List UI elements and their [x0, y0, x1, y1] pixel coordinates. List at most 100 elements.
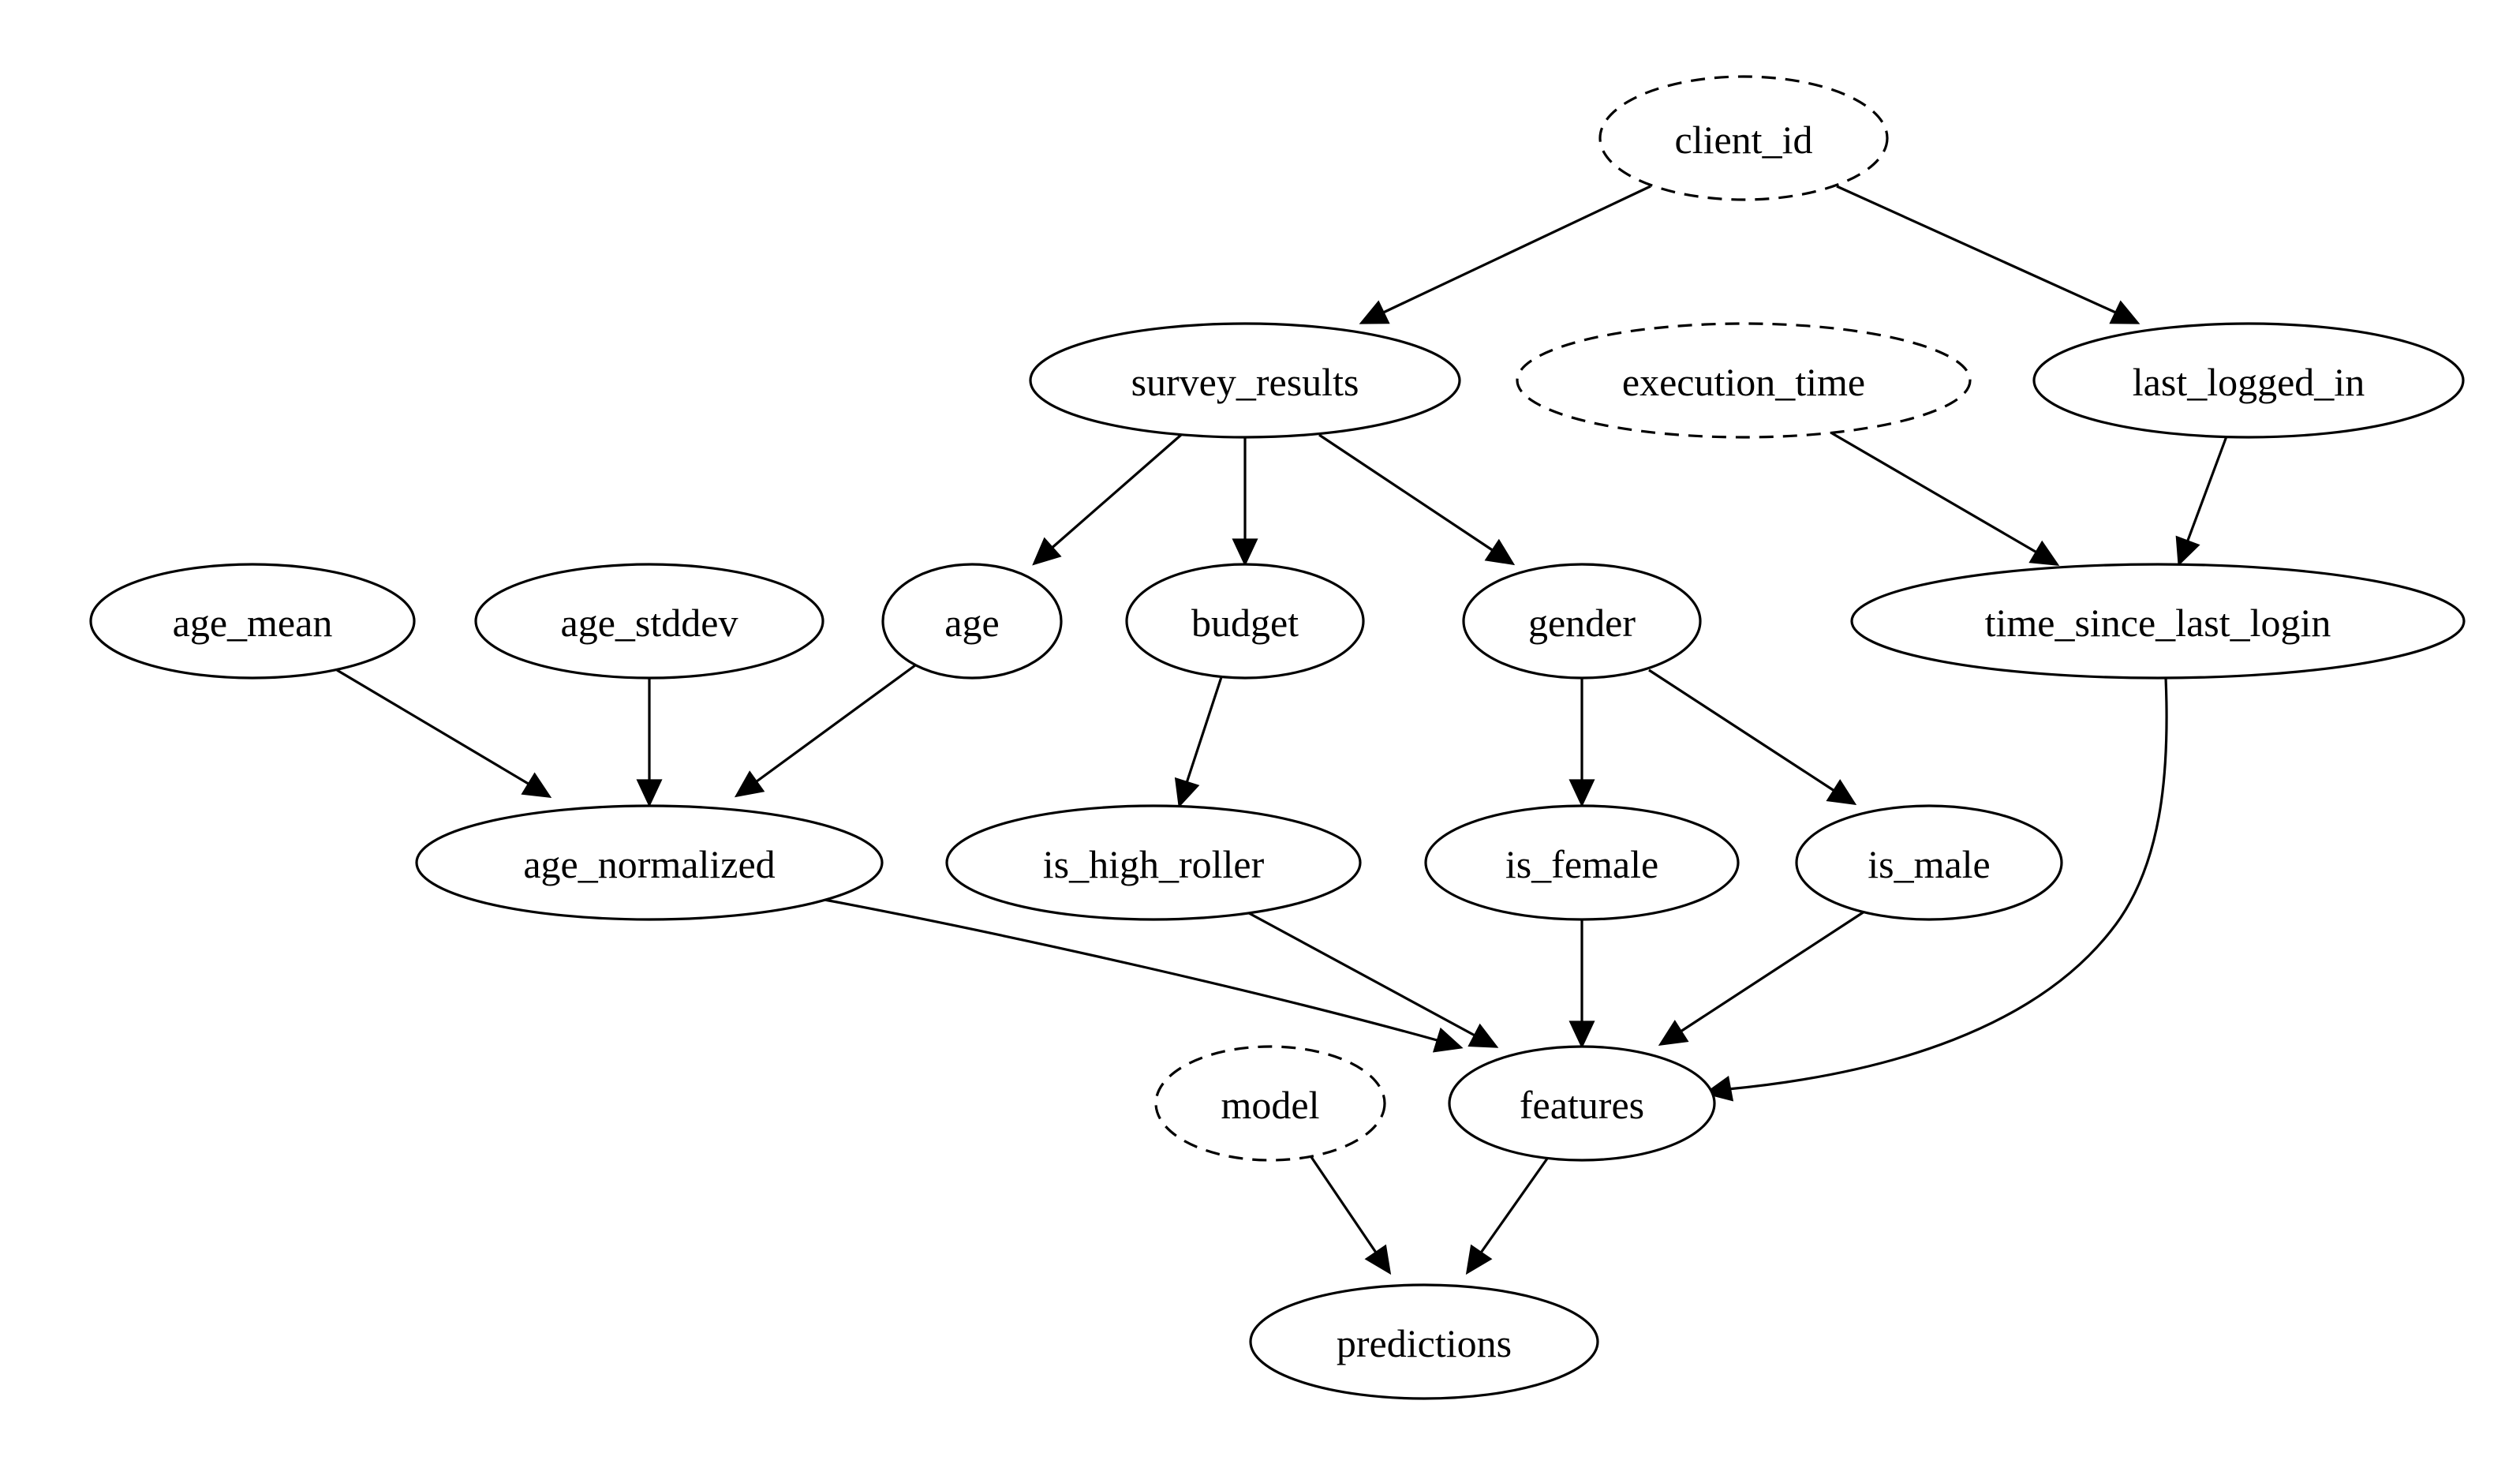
node-ellipse: [1448, 1045, 1716, 1162]
node-label: age_normalized: [523, 842, 775, 886]
node-label: predictions: [1337, 1321, 1512, 1365]
edge-line: [1048, 433, 1183, 552]
node-time-since-last-login: time_since_last_login: [1850, 563, 2466, 680]
nodes-layer: client_id survey_results execution_time las…: [89, 75, 2466, 1400]
arrowhead-icon: [2109, 300, 2141, 324]
node-label: gender: [1528, 601, 1636, 645]
node-is-female: is_female: [1424, 804, 1740, 921]
node-label: is_male: [1868, 842, 1991, 886]
edge-features-to-predictions: [1465, 1158, 1549, 1275]
node-ellipse: [1029, 322, 1461, 439]
node-ellipse: [1598, 75, 1889, 201]
edge-age-to-age_normalized: [734, 664, 916, 798]
edge-age_stddev-to-age_normalized: [636, 678, 663, 807]
node-ellipse: [2032, 322, 2465, 439]
node-ellipse: [1125, 563, 1365, 680]
arrowhead-icon: [1658, 1020, 1689, 1047]
node-ellipse: [1850, 563, 2466, 680]
node-label: age_stddev: [561, 601, 738, 645]
node-age: age: [881, 563, 1063, 680]
node-ellipse: [415, 804, 884, 921]
edge-survey_results-to-gender: [1318, 433, 1516, 566]
edge-is_female-to-features: [1568, 919, 1595, 1049]
node-ellipse: [1154, 1045, 1386, 1162]
arrowhead-icon: [1432, 1027, 1464, 1053]
node-label: budget: [1191, 601, 1299, 645]
edge-line: [1318, 433, 1497, 554]
arrowhead-icon: [1364, 1244, 1392, 1275]
edge-gender-to-is_female: [1568, 678, 1595, 807]
node-ellipse: [1249, 1283, 1599, 1400]
edges-layer: [336, 185, 2228, 1275]
node-last-logged-in: last_logged_in: [2032, 322, 2465, 439]
node-ellipse: [1795, 804, 2063, 921]
node-budget: budget: [1125, 563, 1365, 680]
edge-line: [2185, 436, 2228, 545]
node-is-male: is_male: [1795, 804, 2063, 921]
node-age-stddev: age_stddev: [474, 563, 824, 680]
edge-line: [1836, 185, 2120, 316]
edge-line: [824, 898, 1441, 1043]
edge-line: [1648, 668, 1838, 794]
node-label: execution_time: [1622, 360, 1865, 404]
arrowhead-icon: [2175, 535, 2200, 567]
node-ellipse: [1462, 563, 1702, 680]
arrowhead-icon: [1032, 537, 1062, 566]
node-ellipse: [1516, 322, 1972, 439]
node-ellipse: [945, 804, 1362, 921]
edge-client_id-to-last_logged_in: [1836, 185, 2141, 324]
node-label: model: [1221, 1083, 1320, 1127]
arrowhead-icon: [1468, 1023, 1499, 1048]
node-label: age_mean: [173, 601, 333, 645]
edge-line: [753, 664, 916, 785]
node-label: age: [944, 601, 999, 645]
node-ellipse: [474, 563, 824, 680]
edge-budget-to-is_high_roller: [1174, 676, 1223, 808]
node-ellipse: [881, 563, 1063, 680]
edge-is_high_roller-to-features: [1248, 912, 1499, 1048]
node-gender: gender: [1462, 563, 1702, 680]
edge-age_normalized-to-features: [824, 898, 1464, 1053]
node-survey-results: survey_results: [1029, 322, 1461, 439]
node-execution-time: execution_time: [1516, 322, 1972, 439]
node-client-id: client_id: [1598, 75, 1889, 201]
edge-line: [1677, 910, 1865, 1035]
arrowhead-icon: [1359, 300, 1390, 324]
node-ellipse: [89, 563, 416, 680]
node-label: last_logged_in: [2133, 360, 2365, 404]
edge-line: [336, 668, 532, 787]
arrowhead-icon: [1174, 777, 1200, 808]
arrowhead-icon: [1568, 1020, 1595, 1049]
node-age-mean: age_mean: [89, 563, 416, 680]
arrowhead-icon: [636, 779, 663, 807]
arrowhead-icon: [2028, 540, 2060, 566]
edge-line: [1478, 1158, 1549, 1256]
arrowhead-icon: [734, 770, 765, 798]
edge-execution_time-to-time_since_last_login: [1831, 432, 2060, 566]
edge-survey_results-to-budget: [1232, 437, 1258, 567]
edge-line: [1379, 185, 1651, 316]
edge-line: [1831, 432, 2040, 556]
edge-gender-to-is_male: [1648, 668, 1857, 806]
arrowhead-icon: [1826, 779, 1857, 806]
edge-is_male-to-features: [1658, 910, 1865, 1047]
edge-last_logged_in-to-time_since_last_login: [2175, 436, 2228, 567]
edge-line: [1310, 1156, 1379, 1256]
edge-age_mean-to-age_normalized: [336, 668, 552, 798]
arrowhead-icon: [1465, 1244, 1493, 1275]
edge-line: [1184, 676, 1223, 786]
node-label: time_since_last_login: [1985, 601, 2331, 645]
node-features: features: [1448, 1045, 1716, 1162]
node-label: is_female: [1505, 842, 1658, 886]
arrowhead-icon: [1484, 538, 1516, 566]
node-predictions: predictions: [1249, 1283, 1599, 1400]
node-ellipse: [1424, 804, 1740, 921]
arrowhead-icon: [521, 772, 552, 798]
node-age-normalized: age_normalized: [415, 804, 884, 921]
node-model: model: [1154, 1045, 1386, 1162]
node-label: client_id: [1675, 118, 1813, 162]
edge-client_id-to-survey_results: [1359, 185, 1651, 324]
arrowhead-icon: [1568, 779, 1595, 807]
arrowhead-icon: [1232, 538, 1258, 567]
